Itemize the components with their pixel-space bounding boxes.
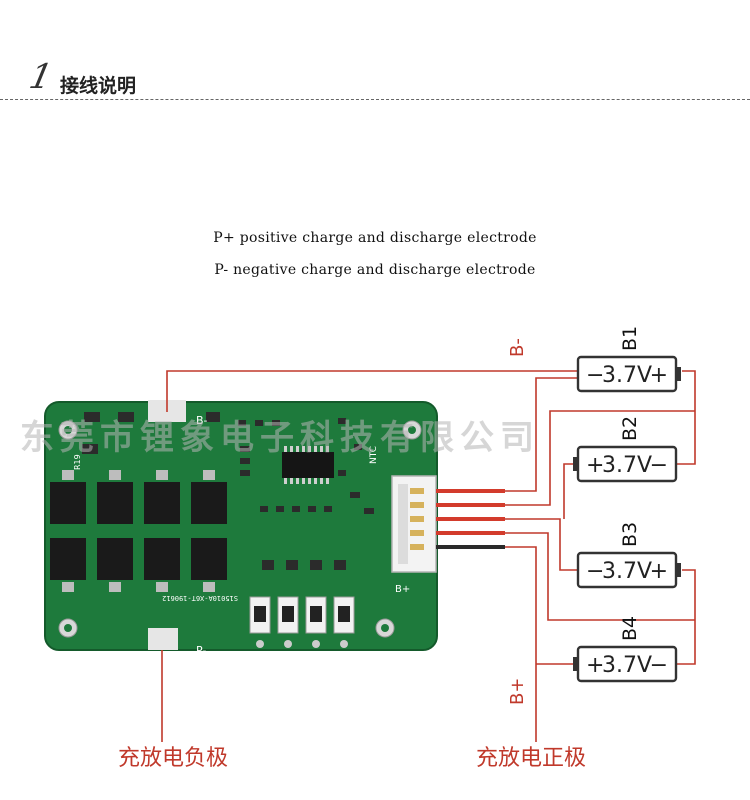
section-header: 1 接线说明 xyxy=(0,55,750,105)
battery-left-sign: − xyxy=(586,559,604,584)
battery-name-label: B3 xyxy=(619,522,641,547)
b-plus-label: B+ xyxy=(507,678,528,705)
battery-left-sign: − xyxy=(586,363,604,388)
silk-p-minus: P- xyxy=(196,644,206,657)
header-divider xyxy=(0,99,750,100)
battery-name-label: B1 xyxy=(619,326,641,351)
silk-b-minus: B- xyxy=(196,414,208,427)
silk-b-plus: B+ xyxy=(395,584,410,595)
positive-caption: 充放电正极 xyxy=(476,746,587,771)
battery-stack: −3.7V+B1+3.7V−B2−3.7V+B3+3.7V−B4 xyxy=(573,326,681,683)
battery-terminal xyxy=(573,657,578,671)
silk-r19: R19 xyxy=(73,454,82,470)
p-minus-description: P- negative charge and discharge electro… xyxy=(214,262,536,278)
battery-terminal xyxy=(573,457,578,471)
battery-voltage: 3.7V xyxy=(602,559,652,584)
negative-caption: 充放电负极 xyxy=(118,746,229,771)
battery-name-label: B4 xyxy=(619,616,641,641)
battery-voltage: 3.7V xyxy=(602,363,652,388)
section-title: 接线说明 xyxy=(60,75,137,97)
battery-name-label: B2 xyxy=(619,416,641,441)
battery-voltage: 3.7V xyxy=(602,453,652,478)
battery-left-sign: + xyxy=(586,653,604,678)
battery-right-sign: − xyxy=(650,453,668,478)
watermark: 东莞市锂象电子科技有限公司 xyxy=(20,418,540,458)
silk-ntc: NTC xyxy=(369,446,379,464)
battery-terminal xyxy=(676,367,681,381)
b-minus-label: B- xyxy=(507,338,528,357)
battery-left-sign: + xyxy=(586,453,604,478)
battery-right-sign: − xyxy=(650,653,668,678)
battery-voltage: 3.7V xyxy=(602,653,652,678)
bms-board: B- P- B+ NTC R19 S15010A-X6T-190612 xyxy=(44,400,438,657)
battery-b2: +3.7V−B2 xyxy=(573,416,678,483)
battery-b3: −3.7V+ B3 xyxy=(576,522,681,589)
battery-b1: −3.7V+ B1 xyxy=(576,326,681,393)
battery-right-sign: + xyxy=(650,363,668,388)
battery-terminal xyxy=(676,563,681,577)
battery-right-sign: + xyxy=(650,559,668,584)
battery-b4: +3.7V−B4 xyxy=(573,616,678,683)
silk-part-number: S15010A-X6T-190612 xyxy=(162,594,238,602)
p-plus-description: P+ positive charge and discharge electro… xyxy=(213,230,537,246)
wiring xyxy=(161,370,696,742)
